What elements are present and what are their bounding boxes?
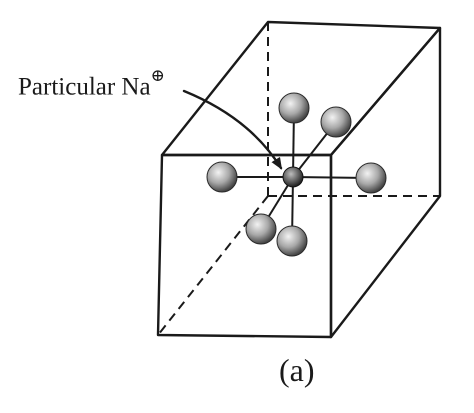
ion-left bbox=[206, 161, 238, 193]
figure-caption: (a) bbox=[279, 352, 315, 388]
cube-right-face bbox=[329, 26, 442, 339]
ion-label-text: Particular Na bbox=[18, 73, 151, 101]
pointer-arrow bbox=[182, 89, 283, 170]
ion-center-na bbox=[282, 166, 304, 188]
ion-top bbox=[278, 92, 310, 124]
ion-charge-symbol: ⊕ bbox=[150, 66, 165, 85]
ion-label: Particular Na⊕ bbox=[18, 66, 165, 101]
ion-bottom bbox=[276, 225, 308, 257]
ion-front-bottom bbox=[245, 213, 277, 245]
cube-top-face bbox=[160, 20, 442, 157]
ion-right bbox=[355, 162, 387, 194]
ion-top-back bbox=[320, 106, 352, 138]
